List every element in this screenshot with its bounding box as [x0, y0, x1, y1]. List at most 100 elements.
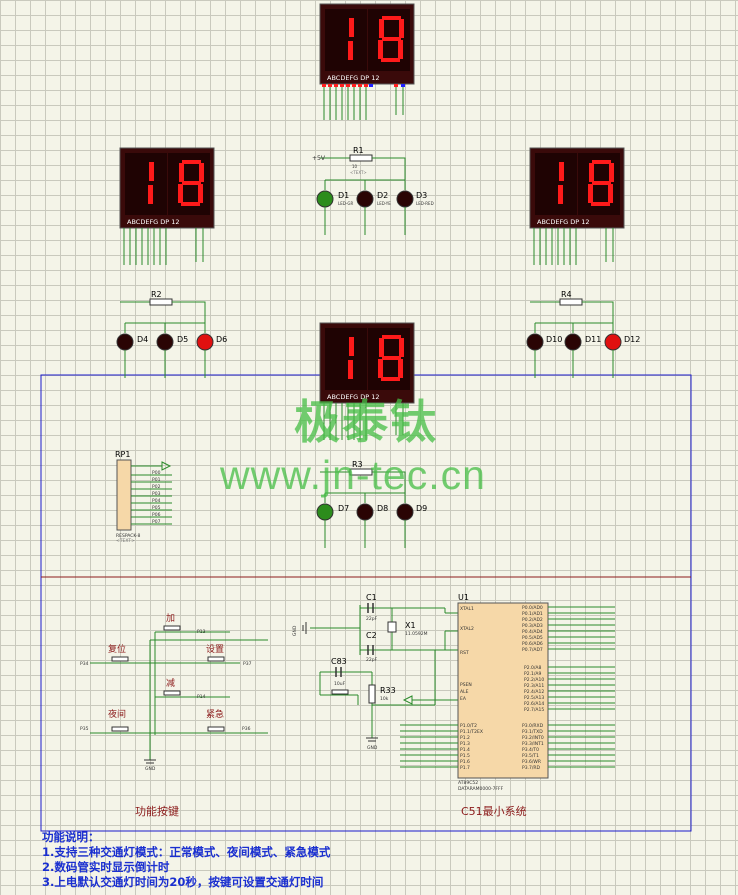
display-caption: ABCDEFG DP 12	[327, 393, 380, 401]
led-d4[interactable]	[116, 333, 134, 351]
svg-text:XTAL2: XTAL2	[460, 626, 474, 632]
svg-text:R4: R4	[561, 290, 572, 299]
button-urgent[interactable]: 紧急 P36	[206, 708, 251, 732]
svg-text:RP1: RP1	[115, 450, 130, 459]
svg-text:D12: D12	[624, 335, 640, 344]
svg-text:22pF: 22pF	[366, 616, 378, 622]
led-group-center: R3 D7 D8 D9	[316, 460, 427, 548]
led-d10[interactable]	[526, 333, 544, 351]
svg-text:P00: P00	[152, 470, 161, 476]
svg-text:ALE: ALE	[460, 689, 469, 695]
svg-text:P2.5/A13: P2.5/A13	[524, 695, 544, 701]
svg-text:+5V: +5V	[312, 155, 326, 162]
svg-text:P0.2/AD2: P0.2/AD2	[522, 617, 543, 623]
mcu-u1[interactable]: U1 AT89C52 DATARAM0000-7FFF XTAL1 XTAL2 …	[400, 593, 615, 792]
svg-text:P3.6/WR: P3.6/WR	[522, 759, 541, 765]
led-d7[interactable]	[316, 503, 334, 521]
svg-text:P02: P02	[152, 484, 161, 490]
svg-text:R1: R1	[353, 146, 364, 155]
notes-line-3: 3.上电默认交通灯时间为20秒，按键可设置交通灯时间	[42, 875, 324, 889]
notes-title: 功能说明：	[42, 830, 100, 844]
notes-line-2: 2.数码管实时显示倒计时	[42, 860, 170, 874]
section-label-system: C51最小系统	[461, 805, 527, 818]
crystal-x1[interactable]	[387, 621, 397, 633]
led-group-right: R4 D10 D11 D12	[526, 290, 640, 378]
svg-text:22pF: 22pF	[366, 657, 378, 663]
led-d8[interactable]	[356, 503, 374, 521]
function-notes: 功能说明： 1.支持三种交通灯模式：正常模式、夜间模式、紧急模式 2.数码管实时…	[42, 830, 330, 890]
svg-text:P1.4: P1.4	[460, 747, 470, 753]
svg-text:R33: R33	[380, 686, 396, 695]
svg-text:P1.2: P1.2	[460, 735, 470, 741]
reset-circuit: C83 10uF R33 10k GND	[319, 649, 458, 751]
svg-text:P13: P13	[197, 629, 206, 635]
display-caption: ABCDEFG DP 12	[327, 74, 380, 82]
svg-text:10k: 10k	[380, 696, 389, 702]
svg-text:P37: P37	[243, 661, 252, 667]
resistor-r1[interactable]	[349, 154, 373, 162]
resistor-r2[interactable]	[149, 298, 173, 306]
svg-text:P2.6/A14: P2.6/A14	[524, 701, 544, 707]
svg-text:D10: D10	[546, 335, 562, 344]
button-night[interactable]: 夜间 P35	[80, 708, 129, 732]
svg-text:P04: P04	[152, 498, 161, 504]
led-d1[interactable]	[316, 190, 334, 208]
resistor-r4[interactable]	[559, 298, 583, 306]
svg-text:GND: GND	[367, 745, 378, 751]
svg-text:RESPACK-8: RESPACK-8	[116, 533, 140, 539]
svg-text:减: 减	[166, 677, 175, 689]
svg-text:P1.5: P1.5	[460, 753, 470, 759]
led-d3[interactable]	[396, 190, 414, 208]
display-caption: ABCDEFG DP 12	[537, 218, 590, 226]
svg-text:P1.1/T2EX: P1.1/T2EX	[460, 729, 483, 735]
svg-text:P3.4/T0: P3.4/T0	[522, 747, 539, 753]
svg-text:P3.3/INT1: P3.3/INT1	[522, 741, 544, 747]
svg-text:P2.2/A10: P2.2/A10	[524, 677, 544, 683]
svg-text:P0.3/AD3: P0.3/AD3	[522, 623, 543, 629]
svg-text:EA: EA	[460, 696, 467, 702]
button-set[interactable]: 设置 P37	[206, 644, 252, 667]
svg-text:P07: P07	[152, 519, 161, 525]
svg-text:U1: U1	[458, 593, 469, 602]
svg-text:P1.3: P1.3	[460, 741, 470, 747]
svg-text:P1.7: P1.7	[460, 765, 470, 771]
svg-text:D9: D9	[416, 504, 427, 513]
svg-text:P34: P34	[80, 661, 89, 667]
svg-text:D2: D2	[377, 191, 388, 200]
svg-text:10: 10	[352, 164, 358, 169]
svg-text:P3.7/RD: P3.7/RD	[522, 765, 541, 771]
seven-seg-display-right[interactable]: ABCDEFG DP 12	[529, 147, 625, 229]
seven-seg-display-left[interactable]: ABCDEFG DP 12	[119, 147, 215, 229]
svg-text:P0.6/AD6: P0.6/AD6	[522, 641, 543, 647]
svg-text:P0.5/AD5: P0.5/AD5	[522, 635, 543, 641]
svg-text:P01: P01	[152, 477, 161, 483]
led-d12[interactable]	[604, 333, 622, 351]
seven-seg-display-center[interactable]: ABCDEFG DP 12	[319, 322, 415, 404]
button-sub[interactable]: 减 P14	[163, 677, 206, 700]
reset-button[interactable]	[331, 689, 349, 695]
svg-text:LED-GR: LED-GR	[338, 201, 354, 206]
button-reset[interactable]: 复位 P34	[80, 643, 129, 667]
button-add[interactable]: 加 P13	[163, 613, 206, 635]
led-d2[interactable]	[356, 190, 374, 208]
svg-text:C1: C1	[366, 593, 377, 602]
led-group-left: R2 D4 D5 D6	[116, 290, 227, 378]
svg-text:P35: P35	[80, 726, 89, 732]
gnd-symbol-keys: GND	[144, 759, 156, 772]
led-d11[interactable]	[564, 333, 582, 351]
svg-text:RST: RST	[460, 650, 469, 656]
svg-text:GND: GND	[145, 766, 156, 772]
led-d5[interactable]	[156, 333, 174, 351]
svg-text:D7: D7	[338, 504, 349, 513]
svg-text:加: 加	[166, 613, 175, 624]
led-d6[interactable]	[196, 333, 214, 351]
section-label-keys: 功能按键	[135, 804, 179, 818]
svg-text:夜间: 夜间	[108, 708, 126, 720]
seven-seg-display-top[interactable]: ABCDEFG DP 12	[319, 3, 415, 85]
svg-text:P2.4/A12: P2.4/A12	[524, 689, 544, 695]
svg-text:紧急: 紧急	[206, 708, 224, 720]
resistor-r33[interactable]	[368, 684, 376, 704]
svg-text:P3.2/INT0: P3.2/INT0	[522, 735, 544, 741]
led-d9[interactable]	[396, 503, 414, 521]
